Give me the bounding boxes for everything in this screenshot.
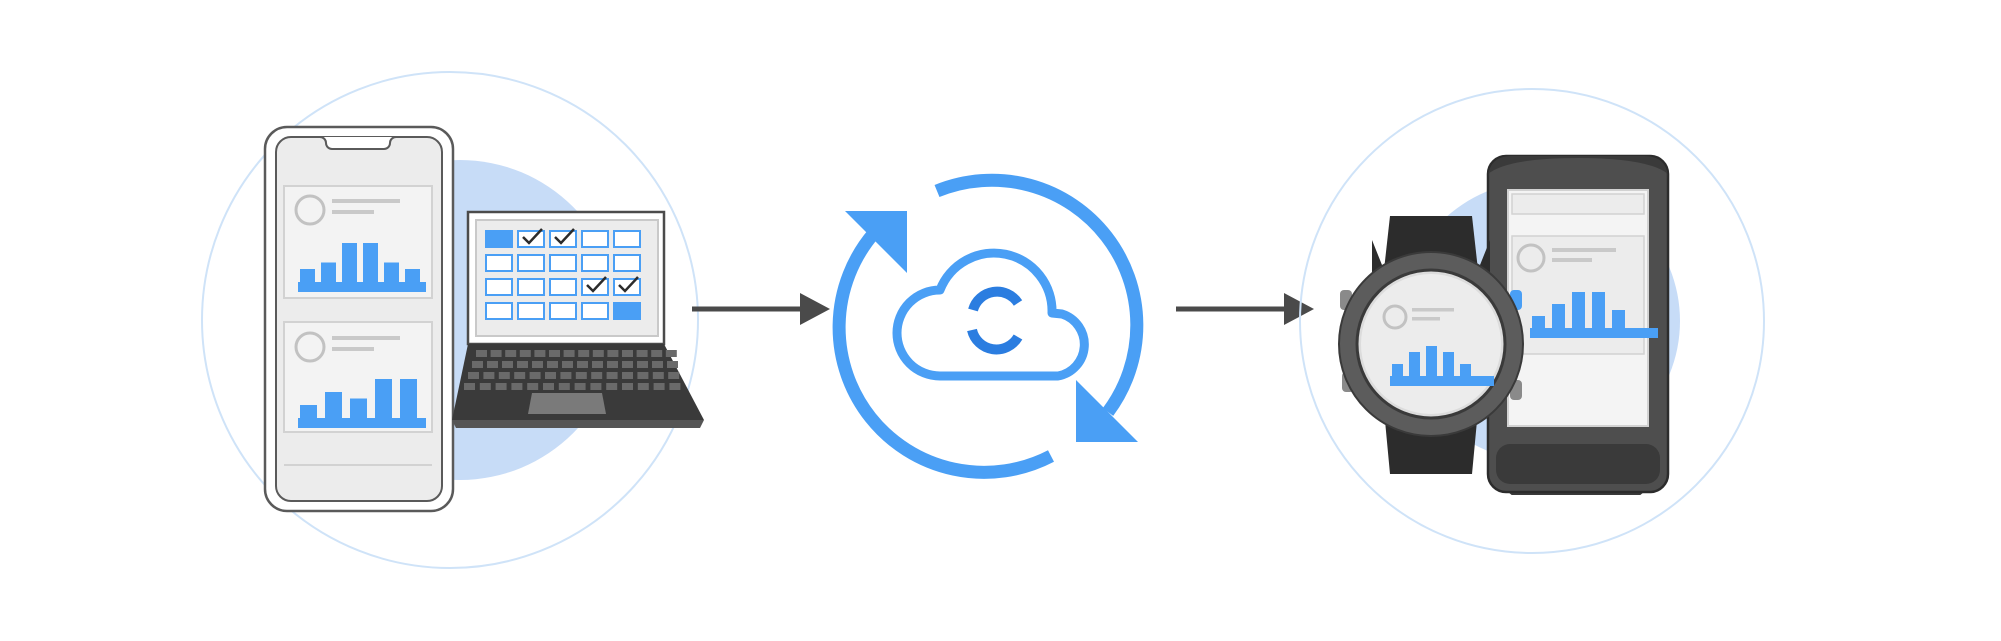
avatar-icon: [1516, 243, 1546, 273]
calendar-cell: [517, 230, 545, 248]
chart-bar: [300, 269, 315, 282]
calendar-cell: [549, 230, 577, 248]
calendar-cell: [613, 254, 641, 272]
calendar-cell: [485, 230, 513, 248]
flow-arrow-left: [692, 293, 830, 325]
calendar-cell: [613, 230, 641, 248]
refresh-icon: [966, 286, 1028, 355]
chart-bar: [1552, 304, 1565, 328]
calendar-cell: [517, 254, 545, 272]
chart-bar: [350, 398, 367, 418]
target-outline-circle: [1299, 88, 1765, 554]
sports-watch-icon: [1338, 216, 1524, 474]
calendar-cell: [485, 254, 513, 272]
keyboard: [464, 350, 681, 390]
checkmark-icon: [618, 276, 639, 293]
chart-bar: [1592, 292, 1605, 328]
chart-bar: [1532, 316, 1545, 328]
calendar-cell: [517, 278, 545, 296]
chart-bar: [300, 405, 317, 418]
bar-chart-icon: [298, 379, 426, 428]
chart-bar: [1409, 352, 1420, 376]
cloud-sync-group: [832, 173, 1144, 479]
laptop-icon: [452, 210, 704, 428]
avatar-icon: [294, 194, 326, 226]
smartphone-icon: [263, 125, 455, 513]
calendar-cell: [549, 302, 577, 320]
calendar-cell: [581, 302, 609, 320]
chart-bar: [1392, 364, 1403, 376]
chart-bar: [1572, 292, 1585, 328]
calendar-cell: [517, 302, 545, 320]
calendar-cell: [485, 302, 513, 320]
phone-card-bottom: [283, 321, 433, 433]
calendar-cell: [485, 278, 513, 296]
bike-computer-icon: [1486, 154, 1670, 495]
sync-arrows-icon: [832, 173, 1144, 479]
chart-bar: [400, 379, 417, 418]
checkmark-icon: [522, 228, 543, 245]
chart-bar: [1426, 346, 1437, 376]
trackpad: [528, 393, 606, 414]
checkmark-icon: [586, 276, 607, 293]
chart-bar: [1612, 310, 1625, 328]
chart-bar: [1460, 364, 1471, 376]
source-devices-group: [201, 71, 704, 569]
bar-chart-icon: [298, 243, 426, 292]
chart-bar: [405, 269, 420, 282]
calendar-cell: [549, 278, 577, 296]
calendar-cell: [549, 254, 577, 272]
chart-bar: [363, 243, 378, 282]
chart-bar: [321, 262, 336, 282]
avatar-icon: [1382, 304, 1408, 330]
source-outline-circle: [201, 71, 699, 569]
calendar-cell: [581, 230, 609, 248]
target-devices-group: [1299, 88, 1765, 554]
calendar-cell: [613, 302, 641, 320]
calendar-cell: [581, 254, 609, 272]
chart-bar: [325, 392, 342, 418]
calendar-cell: [613, 278, 641, 296]
flow-arrow-right: [1176, 293, 1314, 325]
chart-bar: [342, 243, 357, 282]
checkmark-icon: [554, 228, 575, 245]
chart-bar: [384, 262, 399, 282]
bar-chart-icon: [1530, 292, 1658, 338]
bar-chart-icon: [1390, 346, 1494, 386]
chart-bar: [375, 379, 392, 418]
calendar-grid: [485, 228, 641, 320]
chart-bar: [1443, 352, 1454, 376]
calendar-cell: [581, 278, 609, 296]
phone-card-top: [283, 185, 433, 299]
avatar-icon: [294, 331, 326, 363]
cloud-icon: [892, 248, 1089, 381]
